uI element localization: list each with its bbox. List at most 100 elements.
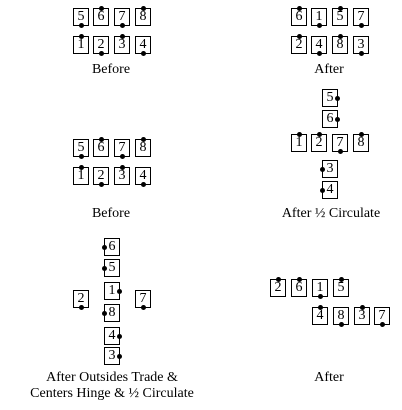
- dancer: 4: [104, 327, 122, 345]
- dancer-label: 6: [97, 9, 105, 24]
- caption-after-outsides-trade: After Outsides Trade & Centers Hinge & ½…: [14, 370, 210, 402]
- facing-dot-icon: [317, 294, 323, 299]
- dancer-label: 5: [108, 260, 116, 275]
- facing-dot-icon: [119, 165, 125, 170]
- dancer-label: 8: [139, 9, 147, 24]
- caption-line-2: Centers Hinge & ½ Circulate: [30, 386, 194, 401]
- facing-dot-icon: [296, 132, 302, 137]
- dancer: 4: [320, 181, 338, 199]
- dancer-label: 7: [139, 291, 147, 306]
- dancer-label: 3: [118, 168, 126, 183]
- dancer-label: 3: [326, 161, 334, 176]
- dancer: 6: [291, 6, 307, 26]
- facing-dot-icon: [119, 154, 125, 159]
- facing-dot-icon: [316, 23, 322, 28]
- dancer-label: 1: [316, 280, 324, 295]
- facing-dot-icon: [358, 132, 364, 137]
- facing-dot-icon: [317, 305, 323, 310]
- facing-dot-icon: [359, 305, 365, 310]
- dancer-label: 4: [315, 37, 323, 52]
- dancer: 1: [73, 165, 89, 185]
- dancer-label: 6: [295, 9, 303, 24]
- facing-dot-icon: [320, 187, 325, 193]
- dancer: 3: [114, 34, 130, 54]
- dancer-label: 7: [118, 9, 126, 24]
- facing-dot-icon: [379, 322, 385, 327]
- facing-dot-icon: [338, 322, 344, 327]
- facing-dot-icon: [98, 51, 104, 56]
- dancer-label: 1: [77, 168, 85, 183]
- dancer: 4: [312, 305, 328, 325]
- dancer-label: 7: [336, 135, 344, 150]
- facing-dot-icon: [78, 23, 84, 28]
- dancer-label: 1: [295, 135, 303, 150]
- dancer: 2: [93, 167, 109, 187]
- dancer-label: 1: [315, 9, 323, 24]
- dancer-label: 3: [118, 37, 126, 52]
- dancer: 2: [73, 290, 89, 310]
- dancer-label: 3: [357, 37, 365, 52]
- dancer: 4: [135, 167, 151, 187]
- dancer-label: 4: [108, 328, 116, 343]
- dancer: 6: [93, 6, 109, 26]
- facing-dot-icon: [337, 34, 343, 39]
- facing-dot-icon: [117, 353, 122, 359]
- dancer: 8: [353, 132, 369, 152]
- dancer: 2: [270, 277, 286, 297]
- dancer: 8: [333, 307, 349, 327]
- dancer: 8: [135, 6, 151, 26]
- facing-dot-icon: [117, 333, 122, 339]
- facing-dot-icon: [102, 244, 107, 250]
- facing-dot-icon: [78, 154, 84, 159]
- dancer-label: 3: [358, 308, 366, 323]
- dancer-label: 1: [77, 37, 85, 52]
- dancer-label: 2: [295, 37, 303, 52]
- caption-after-half-circulate: After ½ Circulate: [281, 206, 381, 221]
- caption-after-3: After: [314, 370, 344, 385]
- facing-dot-icon: [316, 51, 322, 56]
- dancer-label: 2: [77, 291, 85, 306]
- dancer-label: 5: [326, 90, 334, 105]
- dancer-label: 7: [357, 9, 365, 24]
- dancer: 8: [135, 137, 151, 157]
- facing-dot-icon: [338, 277, 344, 282]
- dancer: 2: [291, 34, 307, 54]
- dancer-label: 4: [139, 37, 147, 52]
- dancer-label: 8: [336, 37, 344, 52]
- facing-dot-icon: [296, 34, 302, 39]
- dancer-label: 2: [274, 280, 282, 295]
- dancer: 3: [320, 160, 338, 178]
- dancer: 1: [291, 132, 307, 152]
- dancer: 4: [135, 36, 151, 56]
- caption-before-1: Before: [91, 62, 131, 77]
- facing-dot-icon: [335, 116, 340, 122]
- caption-before-2: Before: [91, 206, 131, 221]
- dancer-label: 8: [357, 135, 365, 150]
- dancer-label: 8: [139, 140, 147, 155]
- dancer: 3: [104, 347, 122, 365]
- facing-dot-icon: [98, 6, 104, 11]
- dancer-label: 8: [337, 308, 345, 323]
- dancer: 1: [312, 279, 328, 299]
- dancer: 5: [102, 259, 120, 277]
- dancer-label: 7: [118, 140, 126, 155]
- dancer-label: 1: [108, 283, 116, 298]
- dancer-label: 8: [108, 305, 116, 320]
- dancer: 7: [114, 139, 130, 159]
- dancer: 7: [135, 290, 151, 310]
- dancer-label: 5: [77, 9, 85, 24]
- dancer-label: 6: [295, 280, 303, 295]
- dancer: 8: [332, 34, 348, 54]
- facing-dot-icon: [140, 305, 146, 310]
- facing-dot-icon: [119, 34, 125, 39]
- dancer-label: 2: [315, 135, 323, 150]
- dancer-label: 4: [316, 308, 324, 323]
- facing-dot-icon: [78, 165, 84, 170]
- dancer: 6: [93, 137, 109, 157]
- facing-dot-icon: [337, 6, 343, 11]
- facing-dot-icon: [316, 132, 322, 137]
- facing-dot-icon: [335, 95, 340, 101]
- dancer: 6: [102, 238, 120, 256]
- dancer-label: 6: [326, 111, 334, 126]
